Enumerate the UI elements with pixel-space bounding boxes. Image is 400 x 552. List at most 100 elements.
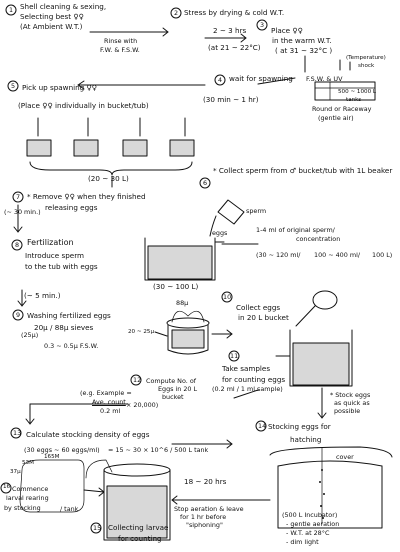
sperm-label: sperm xyxy=(246,207,267,215)
step-9-fsw: 0.3 ~ 0.5μ F.S.W. xyxy=(44,342,99,350)
incubator-light: - dim light xyxy=(286,538,319,546)
sperm-conc-line-4: 100 ~ 400 ml/ xyxy=(314,251,360,259)
step-14-line-1: Stocking eggs for xyxy=(268,422,331,431)
step-2-line-2: 2 ~ 3 hrs xyxy=(213,26,247,35)
sperm-conc-line-1: 1-4 ml of original sperm/ xyxy=(256,226,335,234)
step-12-line-1: Compute No. of xyxy=(146,377,196,385)
step-4-number: 4 xyxy=(218,76,223,84)
sperm-conc-line-2: concentration xyxy=(296,235,341,243)
step-16-line-4: / tank xyxy=(60,505,79,513)
sieve-20-25-label: 20 ~ 25μ xyxy=(128,329,155,335)
stock-note-line-3: possible xyxy=(334,407,361,415)
step-15-number: 15 xyxy=(93,524,102,532)
step-8-number: 8 xyxy=(15,241,20,249)
mesh-53-label: 53M xyxy=(22,460,34,466)
step-14-number: 14 xyxy=(258,422,267,430)
step-16-line-2: larval rearing xyxy=(6,494,49,502)
stop-aeration-line-3: "siphoning" xyxy=(186,521,223,529)
uv-label: F.S.W. & UV xyxy=(306,75,343,83)
step-12-line-4: (e.g. Example = xyxy=(80,389,132,397)
stop-aeration-line-2: for 1 hr before xyxy=(180,513,227,521)
step-13-line-1: Calculate stocking density of eggs xyxy=(26,430,150,439)
step-9-sieves: 20μ / 88μ sieves xyxy=(34,323,94,332)
step-8-line-2: Introduce sperm xyxy=(25,251,85,260)
step-12-line-3: bucket xyxy=(162,393,184,401)
incubator-aeration: - gentle aeration xyxy=(286,520,340,528)
sieve-88-label: 88μ xyxy=(176,299,189,307)
step-16-line-1: Commence xyxy=(12,485,49,493)
step-4-line-1: wait for spawning xyxy=(229,74,293,83)
step-5-line-1: Pick up spawning ♀♀ xyxy=(22,83,98,92)
step-13-line-3: = 15 ~ 30 × 10^6 / 500 L tank xyxy=(108,446,209,454)
sperm-conc-line-3: (30 ~ 120 ml/ xyxy=(256,251,301,259)
step-15-line-2: for counting xyxy=(118,534,162,543)
step-3-line-3: ( at 31 ~ 32°C ) xyxy=(275,46,333,55)
stop-aeration-line-1: Stop aeration & leave xyxy=(174,505,244,513)
step-8-duration: (~ 5 min.) xyxy=(24,291,61,300)
step-15-line-1: Collecting larvae xyxy=(108,523,169,532)
shock-label: shock xyxy=(358,63,375,69)
step-12-line-7: × 20,000) xyxy=(126,401,159,409)
step-3-line-2: in the warm W.T. xyxy=(272,36,332,45)
step-12-number: 12 xyxy=(133,376,142,384)
step-12-line-2: Eggs in 20 L xyxy=(158,385,198,393)
cover-label: cover xyxy=(336,453,354,461)
step-1-line-2: Selecting best ♀♀ xyxy=(20,12,84,21)
step-11-line-2: for counting eggs xyxy=(222,375,286,384)
gentle-air-label: (gentle air) xyxy=(318,114,354,122)
step-9-line-1: Washing fertilized eggs xyxy=(27,311,111,320)
step-8-title: Fertilization xyxy=(27,238,74,247)
step-1-line-1: Shell cleaning & sexing, xyxy=(20,2,107,11)
bucket-volume-label: (20 ~ 30 L) xyxy=(88,174,129,183)
tank-label: tanks xyxy=(346,97,362,103)
step-6-number: 6 xyxy=(203,179,208,187)
incubator-label: (500 L Incubator) xyxy=(282,511,338,519)
step-13-number: 13 xyxy=(13,429,22,437)
hatch-time-label: 18 ~ 20 hrs xyxy=(184,477,227,486)
step-7-duration: (~ 30 min.) xyxy=(4,208,41,216)
step-11-line-3: (0.2 ml / 1 ml sample) xyxy=(212,385,283,393)
step-7-line-1: * Remove ♀♀ when they finished xyxy=(27,192,146,201)
step-14-line-2: hatching xyxy=(290,435,322,444)
step-5-line-2: (Place ♀♀ individually in bucket/tub) xyxy=(18,101,149,110)
step-13-line-2: (30 eggs ~ 60 eggs/ml) xyxy=(24,446,100,454)
round-raceway-label: Round or Raceway xyxy=(312,105,372,113)
rinse-label-1: Rinse with xyxy=(104,37,138,45)
stock-note-line-1: * Stock eggs xyxy=(330,391,371,399)
stock-note-line-2: as quick as xyxy=(334,399,370,407)
step-11-line-1: Take samples xyxy=(222,364,271,373)
sperm-conc-line-5: 100 L) xyxy=(372,251,393,259)
eggs-label: eggs xyxy=(212,229,228,237)
step-10-line-2: in 20 L bucket xyxy=(238,313,289,322)
step-2-number: 2 xyxy=(174,9,179,17)
tank-size-label: 500 ~ 1000 L xyxy=(338,89,377,95)
step-1-line-3: (At Ambient W.T.) xyxy=(20,22,83,31)
mesh-165-label: 165M xyxy=(44,454,60,460)
incubator-temperature: - W.T. at 28°C xyxy=(286,529,330,537)
step-11-number: 11 xyxy=(230,352,239,360)
step-2-line-3: (at 21 ~ 22°C) xyxy=(208,43,261,52)
step-9-number: 9 xyxy=(16,311,21,319)
step-4-line-2: (30 min ~ 1 hr) xyxy=(203,95,259,104)
step-6-line-1: * Collect sperm from ♂ bucket/tub with 1… xyxy=(213,166,393,175)
step-3-line-1: Place ♀♀ xyxy=(271,26,303,35)
mesh-37-label: 37μ xyxy=(10,469,21,475)
step-10-number: 10 xyxy=(223,293,232,301)
step-12-line-5: Ave. count xyxy=(92,398,126,406)
step-9-alt-sieve: (25μ) xyxy=(21,331,39,339)
step-16-number: 16 xyxy=(3,484,11,490)
step-2-line-1: Stress by drying & cold W.T. xyxy=(184,8,285,17)
rinse-label-2: F.W. & F.S.W. xyxy=(100,46,140,54)
step-7-line-2: releasing eggs xyxy=(45,203,98,212)
step-7-number: 7 xyxy=(16,193,21,201)
step-12-line-6: 0.2 ml xyxy=(100,407,121,415)
step-8-line-3: to the tub with eggs xyxy=(25,262,98,271)
temperature-label: (Temperature) xyxy=(346,55,386,61)
step-1-number: 1 xyxy=(9,6,14,14)
step-3-number: 3 xyxy=(260,21,265,29)
step-16-line-3: by stocking xyxy=(4,504,41,512)
step-10-line-1: Collect eggs xyxy=(236,303,281,312)
step-5-number: 5 xyxy=(11,82,16,90)
